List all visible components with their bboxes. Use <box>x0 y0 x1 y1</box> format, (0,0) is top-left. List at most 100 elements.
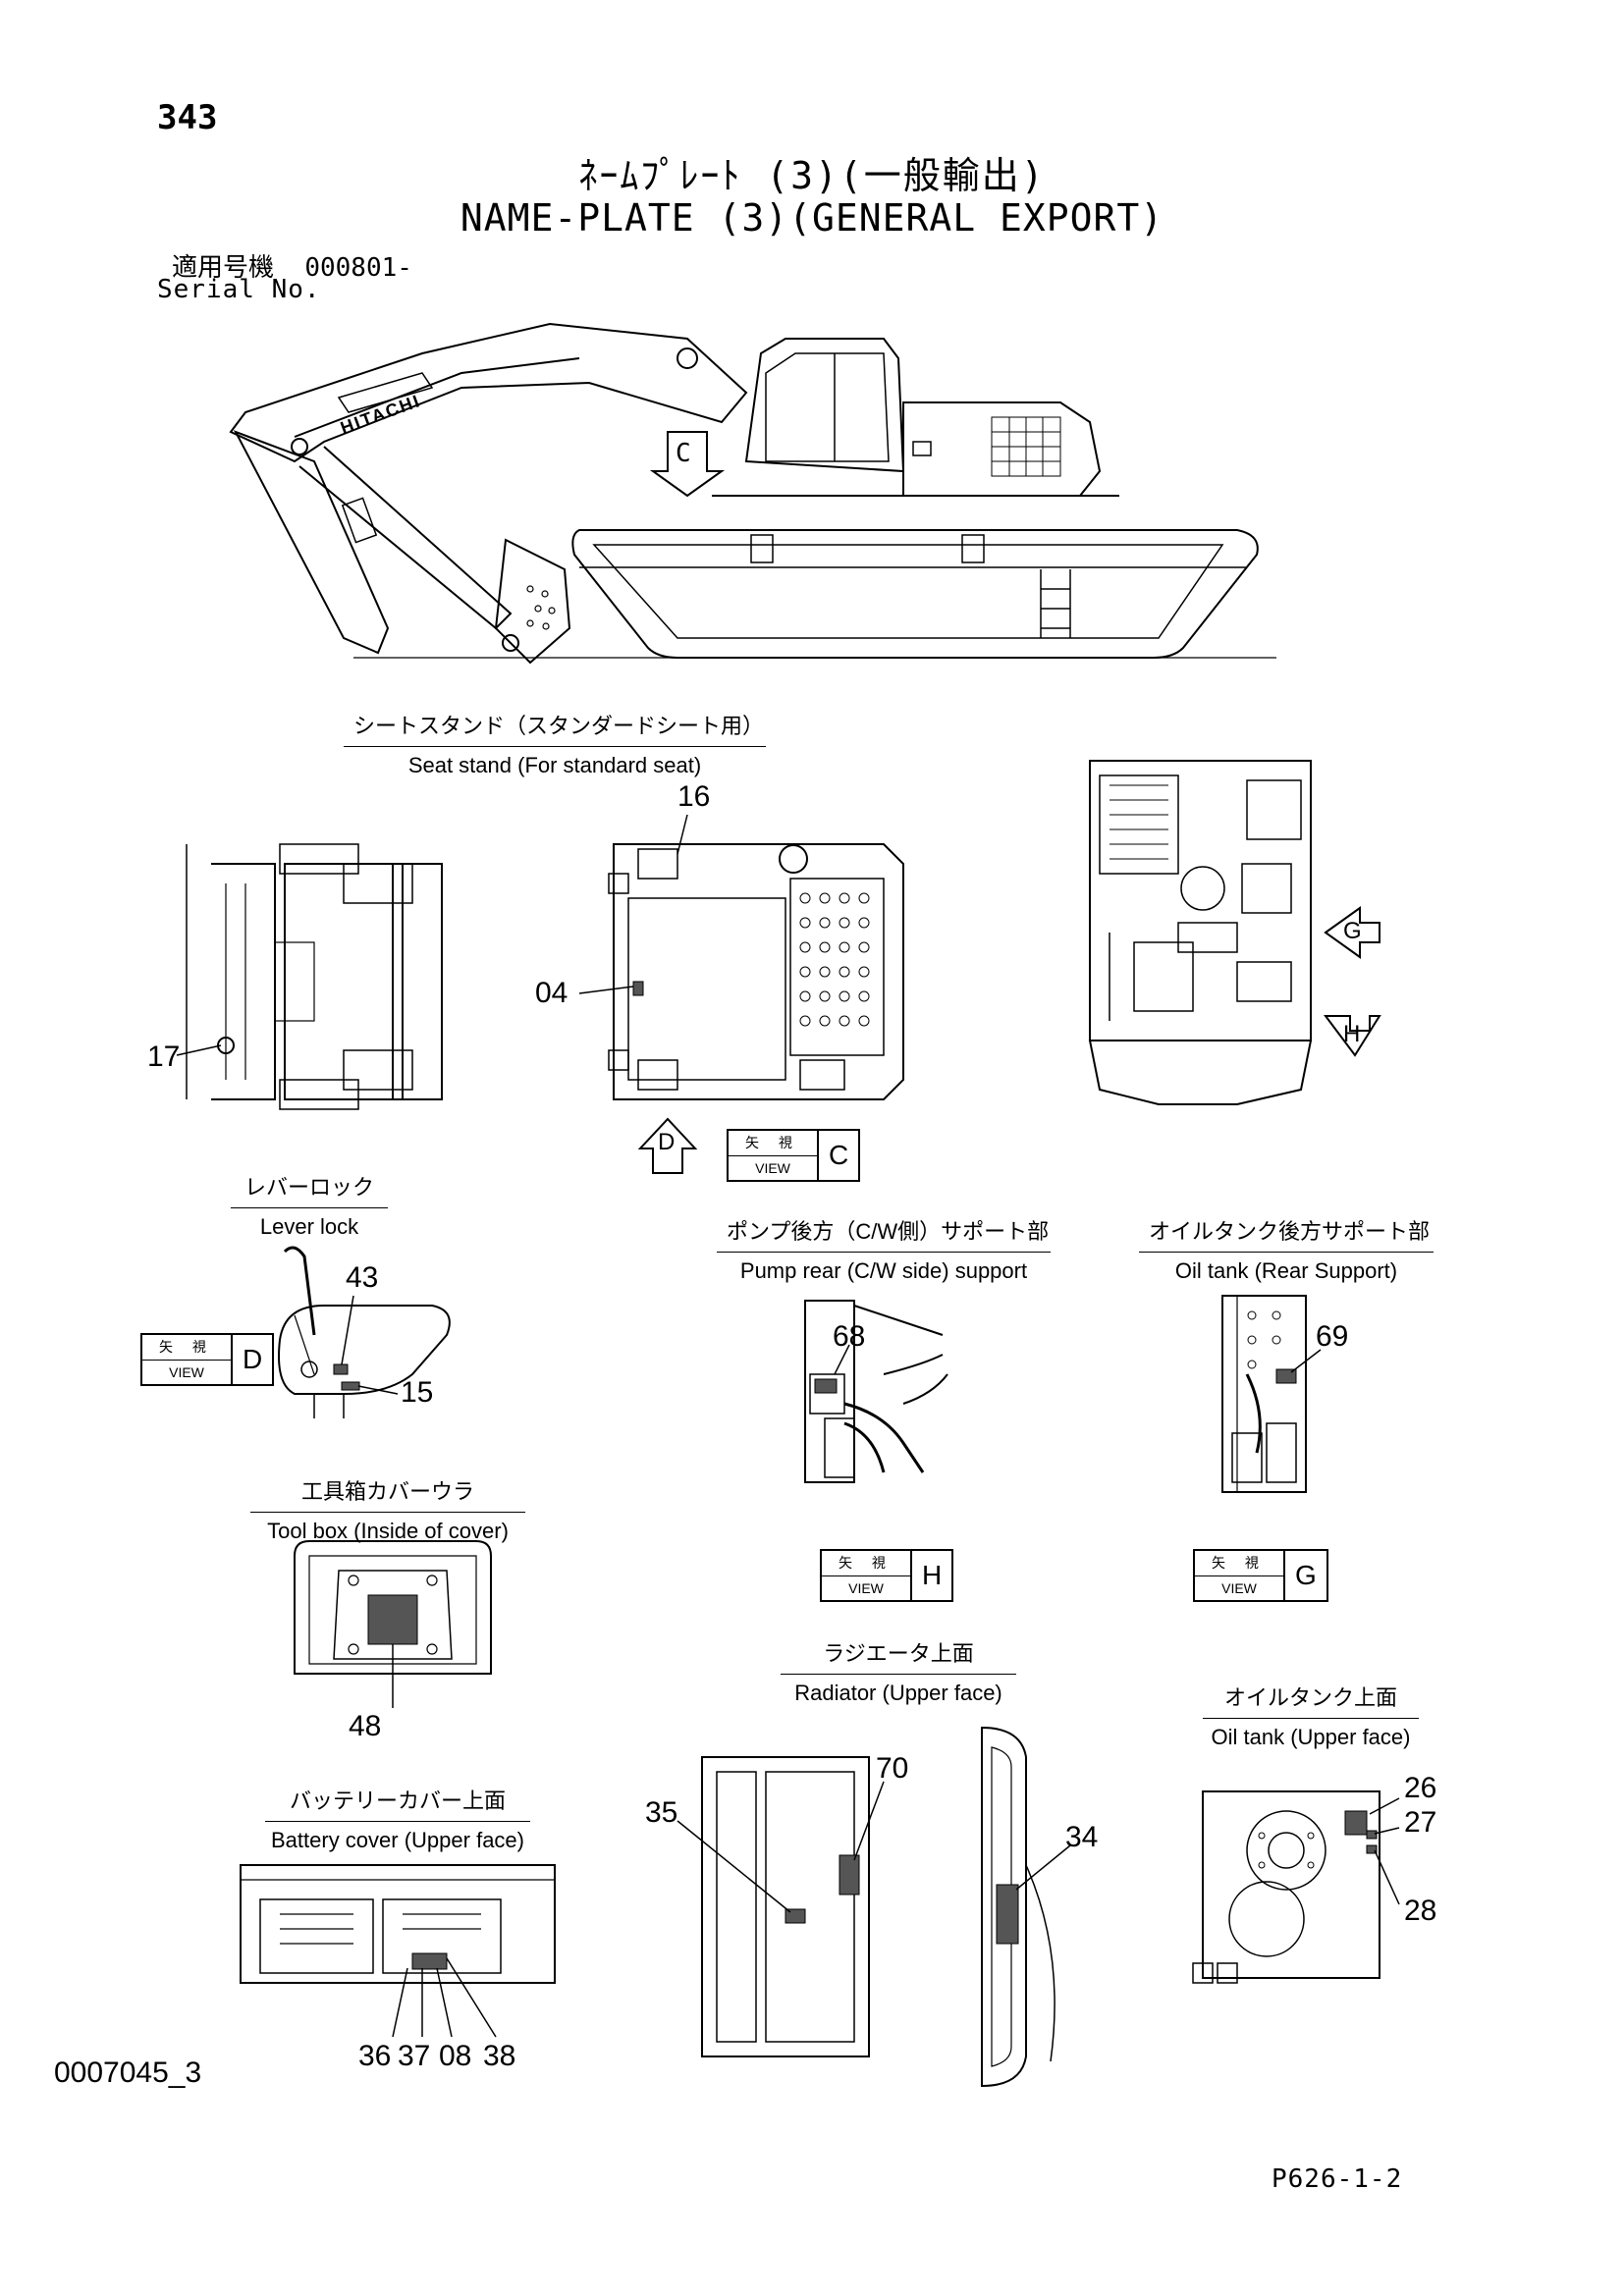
leader-43 <box>341 1295 354 1365</box>
battery-cover-jp: バッテリーカバー上面 <box>265 1784 530 1822</box>
oil-tank-upper-jp: オイルタンク上面 <box>1203 1681 1419 1719</box>
lever-lock-en: Lever lock <box>259 1214 359 1239</box>
section-seat-stand: シートスタンド（スタンダードシート用） Seat stand (For stan… <box>344 709 766 778</box>
section-oil-tank-rear: オイルタンク後方サポート部 Oil tank (Rear Support) <box>1139 1214 1434 1284</box>
leader-69 <box>1290 1349 1322 1373</box>
oil-tank-rear-drawing <box>1221 1295 1322 1493</box>
model-badge-box <box>912 441 932 456</box>
bucket-pin <box>502 634 519 652</box>
serial-label-english: Serial No. <box>157 275 321 304</box>
leader-28 <box>1374 1849 1400 1905</box>
oil-tank-rear-jp: オイルタンク後方サポート部 <box>1139 1214 1434 1253</box>
leader-38 <box>446 1957 497 2038</box>
tool-box-jp: 工具箱カバーウラ <box>250 1474 525 1513</box>
callout-04: 04 <box>535 977 568 1009</box>
view-g-letter: G <box>1295 1560 1317 1590</box>
excavator-side-view <box>229 322 1276 665</box>
seat-stand-en: Seat stand (For standard seat) <box>407 753 702 777</box>
arm-decal <box>341 497 378 544</box>
arm-cylinder <box>298 446 513 630</box>
view-d-letter: D <box>243 1344 263 1374</box>
document-id: 0007045_3 <box>54 2056 202 2089</box>
callout-28: 28 <box>1404 1895 1437 1927</box>
callout-27: 27 <box>1404 1806 1437 1839</box>
oil-tank-upper-drawing <box>1192 1790 1400 1984</box>
callout-17: 17 <box>147 1041 181 1073</box>
view-g-word: VIEW <box>1221 1579 1257 1596</box>
radiator-jp: ラジエータ上面 <box>781 1636 1016 1675</box>
leader-08 <box>436 1967 453 2038</box>
lever-lock-drawing <box>278 1246 451 1418</box>
view-d-arrow-shape <box>637 1117 698 1174</box>
boom-decal <box>337 372 434 413</box>
callout-15: 15 <box>401 1376 434 1409</box>
seat-stand-view-c-drawing <box>578 814 904 1174</box>
radiator-en: Radiator (Upper face) <box>794 1681 1002 1705</box>
engine-grille <box>991 416 1061 477</box>
callout-36: 36 <box>358 2040 392 2072</box>
leader-36 <box>392 1967 408 2038</box>
view-h-letter: H <box>922 1560 943 1590</box>
seat-stand-jp: シートスタンド（スタンダードシート用） <box>344 709 766 747</box>
leader-35 <box>677 1820 791 1913</box>
page-code: P626-1-2 <box>1272 2164 1403 2194</box>
track-fitting-2 <box>961 534 985 563</box>
arrow-d-letter: D <box>658 1129 676 1155</box>
tool-box-en: Tool box (Inside of cover) <box>267 1519 509 1543</box>
serial-label-jp-text: 適用号機 <box>172 253 275 283</box>
leader-16 <box>677 814 688 855</box>
pump-rear-jp: ポンプ後方（C/W側）サポート部 <box>717 1214 1051 1253</box>
callout-68: 68 <box>833 1320 866 1353</box>
engine-cover <box>902 401 1102 497</box>
leader-26 <box>1369 1797 1400 1815</box>
bucket-holes <box>526 585 556 630</box>
section-tool-box: 工具箱カバーウラ Tool box (Inside of cover) <box>250 1474 525 1544</box>
boom-outline <box>229 322 748 463</box>
view-c-kanji: 矢 視 <box>729 1131 817 1156</box>
callout-16: 16 <box>677 780 711 813</box>
oil-tank-upper-en: Oil tank (Upper face) <box>1211 1725 1411 1749</box>
callout-35: 35 <box>645 1796 678 1829</box>
callout-48: 48 <box>349 1710 382 1742</box>
cab-outline <box>744 338 905 473</box>
arrow-h-letter: H <box>1343 1021 1361 1047</box>
callout-34: 34 <box>1065 1821 1099 1853</box>
radiator-drawing <box>677 1726 1071 2088</box>
leader-04 <box>578 986 634 994</box>
section-battery-cover: バッテリーカバー上面 Battery cover (Upper face) <box>265 1784 530 1853</box>
battery-cover-drawing <box>240 1864 556 2038</box>
view-h-arrow-shape <box>1324 1015 1381 1057</box>
view-c-arrow-shape <box>649 431 726 498</box>
serial-number-value: 000801- <box>304 253 412 283</box>
boom-foot-pin <box>677 347 698 369</box>
title-english: NAME-PLATE (3)(GENERAL EXPORT) <box>460 196 1164 240</box>
view-h-kanji: 矢 視 <box>822 1551 910 1576</box>
callout-70: 70 <box>876 1752 909 1785</box>
callout-26: 26 <box>1404 1772 1437 1804</box>
pump-rear-en: Pump rear (C/W side) support <box>739 1258 1028 1283</box>
serial-label-japanese: 適用号機 000801- <box>172 247 412 284</box>
view-d-kanji: 矢 視 <box>142 1335 231 1361</box>
leader-15 <box>357 1385 399 1395</box>
title-japanese: ﾈｰﾑﾌﾟﾚｰﾄ (3)(一般輸出) <box>578 154 1046 197</box>
section-radiator: ラジエータ上面 Radiator (Upper face) <box>781 1636 1016 1706</box>
view-g-box: 矢 視 VIEW G <box>1193 1549 1328 1602</box>
boom-inner-line <box>294 357 580 438</box>
cab-window <box>765 352 890 462</box>
boom-pivot <box>291 438 308 455</box>
seat-stand-side-drawing <box>176 843 443 1110</box>
view-g-kanji: 矢 視 <box>1195 1551 1283 1576</box>
page-number: 343 <box>157 98 218 137</box>
track-frame-inner <box>592 544 1224 639</box>
main-view-c-arrow: C <box>676 439 691 468</box>
lever-lock-jp: レバーロック <box>231 1170 388 1208</box>
callout-08: 08 <box>439 2040 472 2072</box>
leader-68 <box>834 1344 850 1375</box>
callout-37: 37 <box>398 2040 431 2072</box>
section-oil-tank-upper: オイルタンク上面 Oil tank (Upper face) <box>1203 1681 1419 1750</box>
top-view-drawing <box>1088 760 1381 1105</box>
access-ladder <box>1040 569 1071 638</box>
